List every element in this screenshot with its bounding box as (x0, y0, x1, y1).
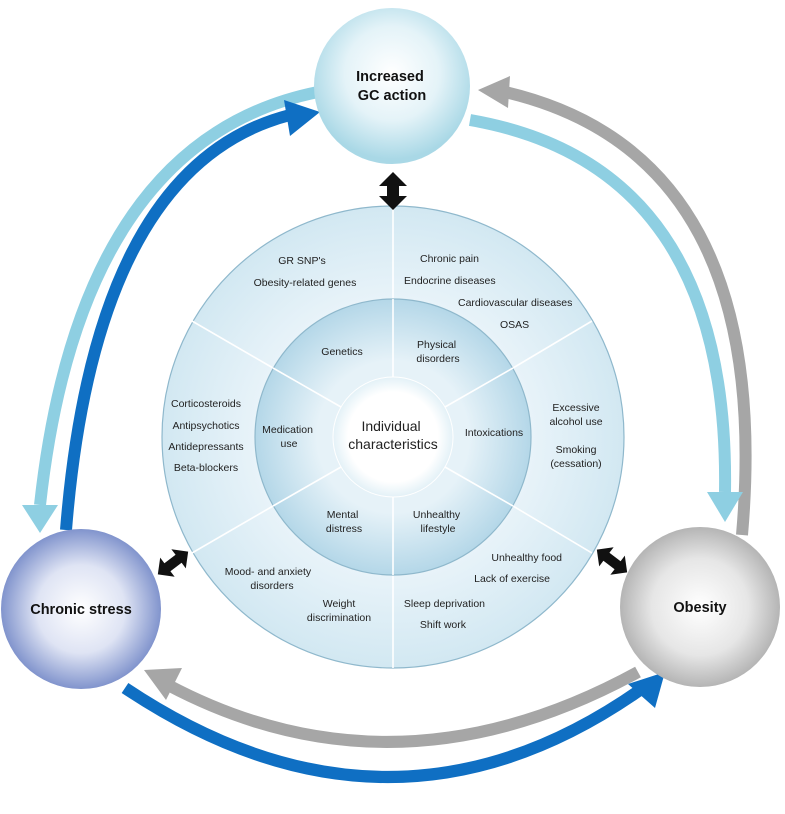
center-label: Individual characteristics (348, 418, 437, 452)
category-unhealthy-lifestyle: Unhealthy lifestyle (413, 509, 463, 535)
node-obesity-label: Obesity (673, 600, 726, 616)
double-arrow-top (379, 172, 407, 210)
item-weight: Weight (323, 598, 356, 610)
item-beta-blockers: Beta-blockers (174, 462, 238, 474)
item-disorders: disorders (250, 580, 293, 592)
arrow-obesity-to-stress (165, 666, 641, 748)
item-chronic-pain: Chronic pain (420, 253, 479, 265)
arrow-stress-to-gc (60, 109, 292, 531)
arrow-obesity-to-stress-head (144, 668, 182, 700)
arrow-gc-to-stress-head (22, 505, 58, 533)
item-alcohol-use: alcohol use (549, 416, 602, 428)
item-gr-snps: GR SNP's (278, 255, 326, 267)
medication-items: Corticosteroids Antipsychotics Antidepre… (168, 398, 243, 474)
item-sleep-deprivation: Sleep deprivation (404, 598, 485, 610)
lifestyle-items: Unhealthy food Lack of exercise Sleep de… (404, 552, 562, 631)
arrow-stress-to-obesity (121, 683, 644, 783)
item-antidepressants: Antidepressants (168, 441, 243, 453)
arrow-gc-to-stress (34, 86, 320, 506)
arrow-obesity-to-gc (503, 86, 752, 536)
item-osas: OSAS (500, 319, 529, 331)
item-corticosteroids: Corticosteroids (171, 398, 241, 410)
category-genetics: Genetics (321, 346, 362, 358)
physical-items: Chronic pain Endocrine diseases Cardiova… (404, 253, 572, 331)
inner-dividers (272, 299, 514, 575)
item-discrimination: discrimination (307, 612, 371, 624)
item-antipsychotics: Antipsychotics (172, 420, 239, 432)
category-intoxications: Intoxications (465, 427, 523, 439)
category-mental-distress: Mental distress (326, 509, 362, 535)
node-chronic-stress (1, 529, 161, 689)
item-obesity-genes: Obesity-related genes (254, 277, 357, 289)
node-gc-action-label: Increased GC action (356, 69, 428, 104)
node-gc-action (314, 8, 470, 164)
node-chronic-stress-label: Chronic stress (30, 602, 132, 618)
category-physical-disorders: Physical disorders (416, 339, 459, 365)
node-obesity (620, 527, 780, 687)
item-cessation: (cessation) (550, 458, 601, 470)
item-endocrine: Endocrine diseases (404, 275, 496, 287)
category-medication-use: Medication use (262, 424, 316, 450)
item-mood-anxiety: Mood- and anxiety (225, 566, 312, 578)
item-excessive: Excessive (552, 402, 599, 414)
item-cardiovascular: Cardiovascular diseases (458, 297, 572, 309)
arrow-stress-to-obesity-head (628, 672, 665, 708)
sector-dividers (191, 206, 593, 668)
arrow-gc-to-obesity-head (707, 492, 743, 522)
arrow-gc-to-obesity (468, 114, 732, 493)
item-lack-exercise: Lack of exercise (474, 573, 550, 585)
double-arrow-left (157, 549, 189, 577)
arrow-obesity-to-gc-head (478, 76, 510, 108)
intoxications-items: Excessive alcohol use Smoking (cessation… (549, 402, 602, 470)
item-shift-work: Shift work (420, 619, 467, 631)
double-arrow-right (596, 547, 628, 575)
core-circle (332, 376, 454, 498)
arrow-stress-to-gc-head (284, 100, 320, 136)
genetics-items: GR SNP's Obesity-related genes (254, 255, 357, 289)
mental-items: Mood- and anxiety disorders Weight discr… (225, 566, 371, 624)
item-smoking: Smoking (556, 444, 597, 456)
item-unhealthy-food: Unhealthy food (491, 552, 562, 564)
